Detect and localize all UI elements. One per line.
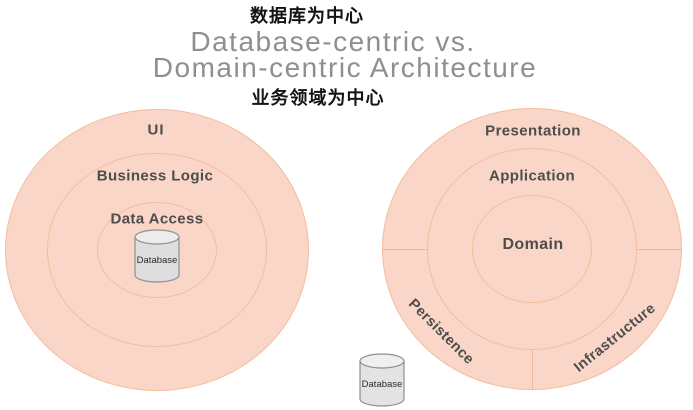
title-line-2: Domain-centric Architecture — [152, 52, 538, 83]
right-database-cylinder-icon: Database — [359, 353, 405, 407]
title-line-1: Database-centric vs. — [190, 26, 476, 57]
right-ring-divider-bottom — [532, 350, 533, 389]
right-layer-label-presentation: Presentation — [485, 122, 581, 140]
left-layer-label-business-logic: Business Logic — [96, 167, 214, 185]
left-database-cylinder-icon: Database — [134, 229, 180, 283]
right-layer-label-application: Application — [488, 167, 576, 185]
right-ring-divider-left — [383, 249, 428, 250]
left-layer-label-data-access: Data Access — [110, 210, 204, 228]
right-layer-label-domain: Domain — [502, 236, 564, 253]
right-inner-ring-domain — [472, 195, 592, 303]
right-ring-divider-right — [637, 249, 682, 250]
annotation-bottom-zh: 业务领域为中心 — [251, 88, 385, 108]
annotation-top-zh: 数据库为中心 — [250, 6, 364, 26]
left-database-label: Database — [137, 255, 178, 266]
left-layer-label-ui: UI — [147, 121, 165, 139]
right-database-label: Database — [362, 379, 403, 390]
